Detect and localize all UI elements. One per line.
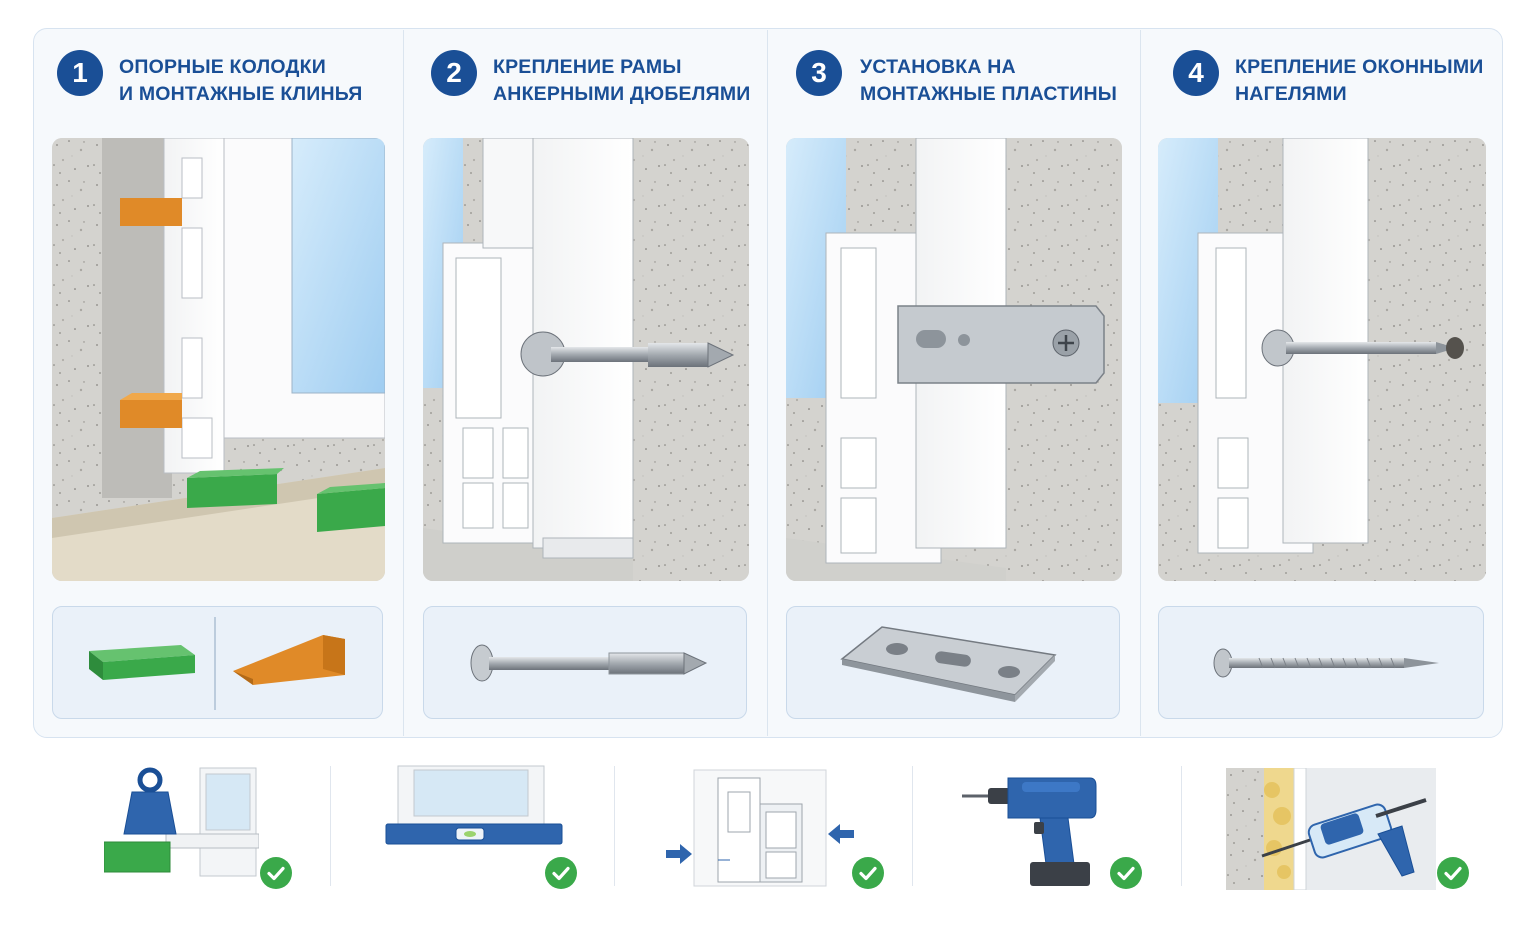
step-title-line: УСТАНОВКА НА: [860, 56, 1016, 78]
frame-mounting-plate-illustration: [786, 138, 1122, 581]
cordless-drill-icon: [962, 777, 1097, 886]
check-icon: [852, 857, 884, 889]
support-block-icon: [89, 645, 195, 680]
checklist-divider: [614, 766, 615, 886]
step-title-line: АНКЕРНЫМИ ДЮБЕЛЯМИ: [493, 83, 751, 105]
panel-divider: [1140, 30, 1141, 736]
check-icon: [545, 857, 577, 889]
mounting-wedge-icon: [233, 635, 345, 685]
anchor-dowel-icon: [470, 644, 708, 682]
step-title: КРЕПЛЕНИЕ РАМЫ АНКЕРНЫМИ ДЮБЕЛЯМИ: [493, 54, 751, 108]
checklist-divider: [330, 766, 331, 886]
step-number-badge: 4: [1173, 50, 1219, 96]
step-3-materials: [786, 606, 1120, 719]
check-icon: [1110, 857, 1142, 889]
step-title: КРЕПЛЕНИЕ ОКОННЫМИ НАГЕЛЯМИ: [1235, 54, 1484, 108]
foam-gun-icon: [1226, 768, 1436, 890]
check-icon: [260, 857, 292, 889]
window-on-blocks-and-wedges-illustration: [52, 138, 385, 581]
checklist-divider: [912, 766, 913, 886]
checklist-divider: [1181, 766, 1182, 886]
weight-on-block-icon: [104, 767, 259, 877]
step-title-line: ОПОРНЫЕ КОЛОДКИ: [119, 56, 326, 78]
step-2-materials: [423, 606, 747, 719]
frame-window-screw-illustration: [1158, 138, 1486, 581]
step-title-line: МОНТАЖНЫЕ ПЛАСТИНЫ: [860, 83, 1118, 105]
panel-divider: [767, 30, 768, 736]
spirit-level-icon: [385, 765, 563, 845]
check-icon: [1437, 857, 1469, 889]
frame-anchor-dowel-illustration: [423, 138, 749, 581]
step-title: УСТАНОВКА НА МОНТАЖНЫЕ ПЛАСТИНЫ: [860, 54, 1117, 108]
step-title-line: НАГЕЛЯМИ: [1235, 83, 1347, 105]
step-4-materials: [1158, 606, 1484, 719]
window-screw-icon: [1213, 648, 1439, 678]
panel-divider: [403, 30, 404, 736]
step-1-materials: [52, 606, 383, 719]
step-number-badge: 3: [796, 50, 842, 96]
step-number-badge: 2: [431, 50, 477, 96]
step-title-line: КРЕПЛЕНИЕ ОКОННЫМИ: [1235, 56, 1484, 78]
step-number-badge: 1: [57, 50, 103, 96]
step-title-line: И МОНТАЖНЫЕ КЛИНЬЯ: [119, 83, 363, 105]
step-title-line: КРЕПЛЕНИЕ РАМЫ: [493, 56, 682, 78]
frame-gap-arrows-icon: [666, 769, 854, 887]
step-title: ОПОРНЫЕ КОЛОДКИ И МОНТАЖНЫЕ КЛИНЬЯ: [119, 54, 362, 108]
mounting-plate-icon: [840, 626, 1057, 702]
